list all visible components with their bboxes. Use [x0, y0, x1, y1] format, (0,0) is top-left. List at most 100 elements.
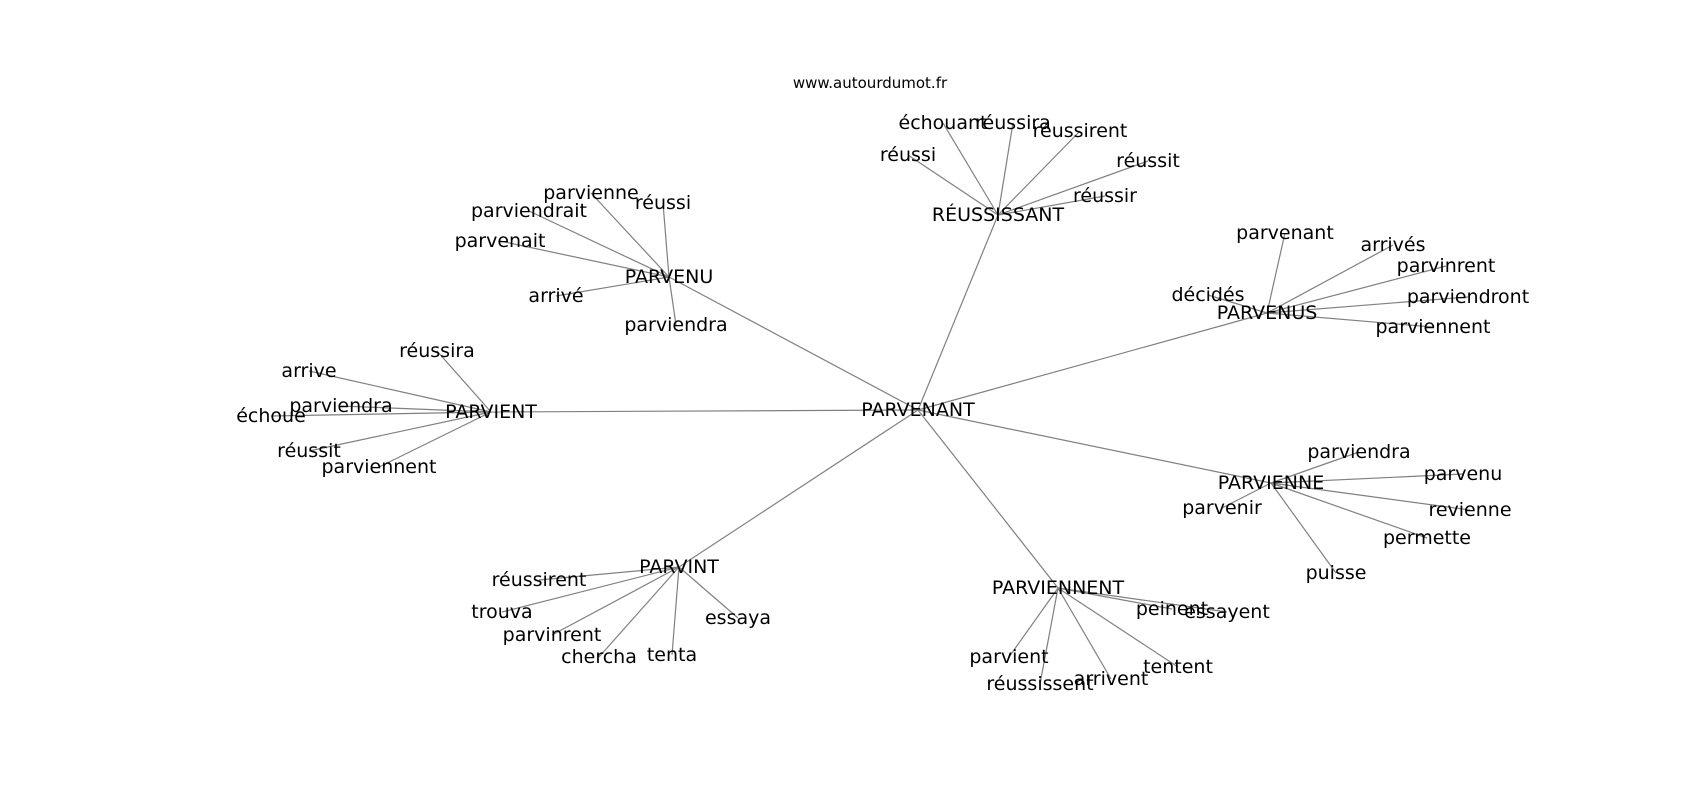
leaf-node-parvienne-0: parviendra — [1307, 441, 1410, 463]
edge-center-parvint — [678, 409, 919, 568]
hub-node-parvenus: PARVENUS — [1217, 302, 1318, 324]
edge-parvint-leaf-4 — [671, 566, 680, 656]
edge-parvient-leaf-2 — [340, 405, 492, 413]
leaf-node-reussissant-5: réussir — [1073, 185, 1137, 207]
leaf-node-reussissant-1: réussira — [975, 112, 1051, 134]
leaf-node-parviennent-0: peinent — [1136, 598, 1208, 620]
edge-parvient-leaf-1 — [308, 370, 492, 413]
leaf-node-parvient-2: parviendra — [289, 395, 392, 417]
edge-parvienne-leaf-4 — [1270, 482, 1428, 539]
leaf-node-parvient-5: parviennent — [322, 456, 437, 478]
leaf-node-reussissant-2: réussirent — [1033, 120, 1128, 142]
leaf-node-parvient-0: réussira — [399, 340, 475, 362]
leaf-node-parvienne-3: revienne — [1428, 499, 1511, 521]
leaf-node-reussissant-0: échouant — [899, 112, 988, 134]
leaf-node-parvint-1: trouva — [471, 601, 532, 623]
leaf-node-parvenu-1: réussi — [635, 192, 691, 214]
leaf-node-parvenu-3: parvenait — [455, 230, 546, 252]
hub-node-parviennent: PARVIENNENT — [992, 577, 1125, 599]
edge-parvienne-leaf-5 — [1270, 482, 1337, 574]
edge-parvenus-leaf-2 — [1266, 265, 1447, 314]
edge-parviennent-leaf-4 — [1057, 587, 1112, 680]
edge-parvienne-leaf-3 — [1270, 482, 1471, 511]
leaf-node-parvenu-0: parvienne — [543, 182, 639, 204]
edge-parvenus-leaf-0 — [1266, 232, 1286, 314]
edge-parviennent-leaf-1 — [1057, 587, 1228, 613]
watermark: www.autourdumot.fr — [793, 74, 948, 92]
leaf-node-parvenus-3: décidés — [1171, 284, 1244, 306]
edges — [270, 122, 1471, 685]
leaf-node-parvenus-0: parvenant — [1236, 222, 1334, 244]
leaf-node-parvienne-5: puisse — [1306, 562, 1367, 584]
leaf-node-parvint-2: parvinrent — [503, 624, 602, 646]
leaf-node-parvenus-1: arrivés — [1360, 234, 1425, 256]
edge-center-parviennent — [917, 409, 1059, 589]
edge-reussissant-leaf-3 — [907, 154, 999, 216]
leaf-node-parviennent-3: réussissent — [986, 673, 1093, 695]
leaf-node-parvenu-4: arrivé — [528, 285, 583, 307]
edge-center-parvenu — [668, 276, 919, 411]
edge-center-parvienne — [917, 409, 1272, 484]
leaf-node-parvenus-2: parvinrent — [1397, 255, 1496, 277]
leaf-node-parvienne-4: permette — [1383, 527, 1471, 549]
edge-parvient-leaf-4 — [308, 411, 492, 452]
hub-node-parvint: PARVINT — [639, 556, 719, 578]
leaf-node-parviennent-1: essayent — [1184, 601, 1270, 623]
edge-parviennent-leaf-2 — [1008, 587, 1059, 658]
edge-center-reussissant — [917, 214, 999, 411]
edge-reussissant-leaf-1 — [997, 122, 1014, 216]
edge-parvient-leaf-0 — [436, 350, 492, 413]
edge-parvenus-leaf-1 — [1266, 244, 1394, 314]
leaf-node-parvient-1: arrive — [281, 360, 336, 382]
hub-node-reussissant: RÉUSSISSANT — [932, 203, 1065, 226]
edge-parviennent-leaf-3 — [1039, 587, 1059, 685]
edge-parvenus-leaf-3 — [1207, 294, 1268, 314]
hub-node-parvienne: PARVIENNE — [1218, 472, 1324, 494]
leaf-node-parviennent-5: tentent — [1143, 656, 1213, 678]
edge-parviennent-leaf-0 — [1057, 587, 1173, 610]
leaf-node-parvint-4: tenta — [647, 644, 697, 666]
leaf-node-parvienne-1: parvenu — [1424, 463, 1503, 485]
edge-parvint-leaf-2 — [551, 566, 680, 636]
leaf-node-reussissant-3: réussi — [880, 144, 936, 166]
edge-reussissant-leaf-4 — [997, 160, 1149, 216]
edge-parvint-leaf-3 — [598, 566, 680, 658]
edge-center-parvenus — [917, 312, 1268, 411]
edge-parvint-leaf-0 — [538, 566, 680, 581]
edge-parvient-leaf-3 — [270, 411, 492, 417]
hub-node-parvenu: PARVENU — [625, 266, 714, 288]
leaf-node-parvenu-5: parviendra — [624, 314, 727, 336]
edge-parvenu-leaf-1 — [662, 202, 670, 278]
leaf-node-parvenus-5: parviennent — [1376, 316, 1491, 338]
leaf-node-parvint-0: réussirent — [492, 569, 587, 591]
edge-reussissant-leaf-5 — [997, 195, 1106, 216]
edge-reussissant-leaf-2 — [997, 130, 1081, 216]
leaf-node-parviennent-4: arrivent — [1074, 668, 1149, 690]
edge-parvenu-leaf-2 — [528, 210, 670, 278]
leaf-node-parvenu-2: parviendrait — [471, 200, 587, 222]
edge-center-parvient — [490, 409, 919, 413]
edge-parvint-leaf-1 — [501, 566, 680, 613]
center-node-label: PARVENANT — [861, 399, 975, 421]
edge-parvenu-leaf-3 — [499, 240, 670, 278]
edge-parviennent-leaf-5 — [1057, 587, 1179, 668]
edge-parvint-leaf-5 — [678, 566, 739, 619]
leaf-node-parvient-3: échoue — [236, 405, 306, 427]
edge-parvenu-leaf-5 — [668, 276, 677, 326]
labels: PARVENANTPARVENUparvienneréussiparviendr… — [236, 112, 1529, 695]
leaf-node-parviennent-2: parvient — [969, 646, 1048, 668]
edge-parvienne-leaf-1 — [1270, 473, 1464, 484]
leaf-node-parvenus-4: parviendront — [1407, 286, 1529, 308]
edge-parvenu-leaf-4 — [555, 276, 670, 297]
edge-parvienne-leaf-2 — [1221, 482, 1272, 509]
edge-reussissant-leaf-0 — [942, 122, 999, 216]
edge-parvenus-leaf-4 — [1266, 296, 1469, 314]
edge-parvient-leaf-5 — [378, 411, 492, 468]
leaf-node-reussissant-4: réussit — [1116, 150, 1180, 172]
edge-parvenus-leaf-5 — [1266, 312, 1434, 328]
edge-parvenu-leaf-0 — [590, 192, 670, 278]
edge-parvienne-leaf-0 — [1270, 451, 1360, 484]
leaf-node-parvint-3: chercha — [561, 646, 637, 668]
leaf-node-parvienne-2: parvenir — [1182, 497, 1262, 519]
